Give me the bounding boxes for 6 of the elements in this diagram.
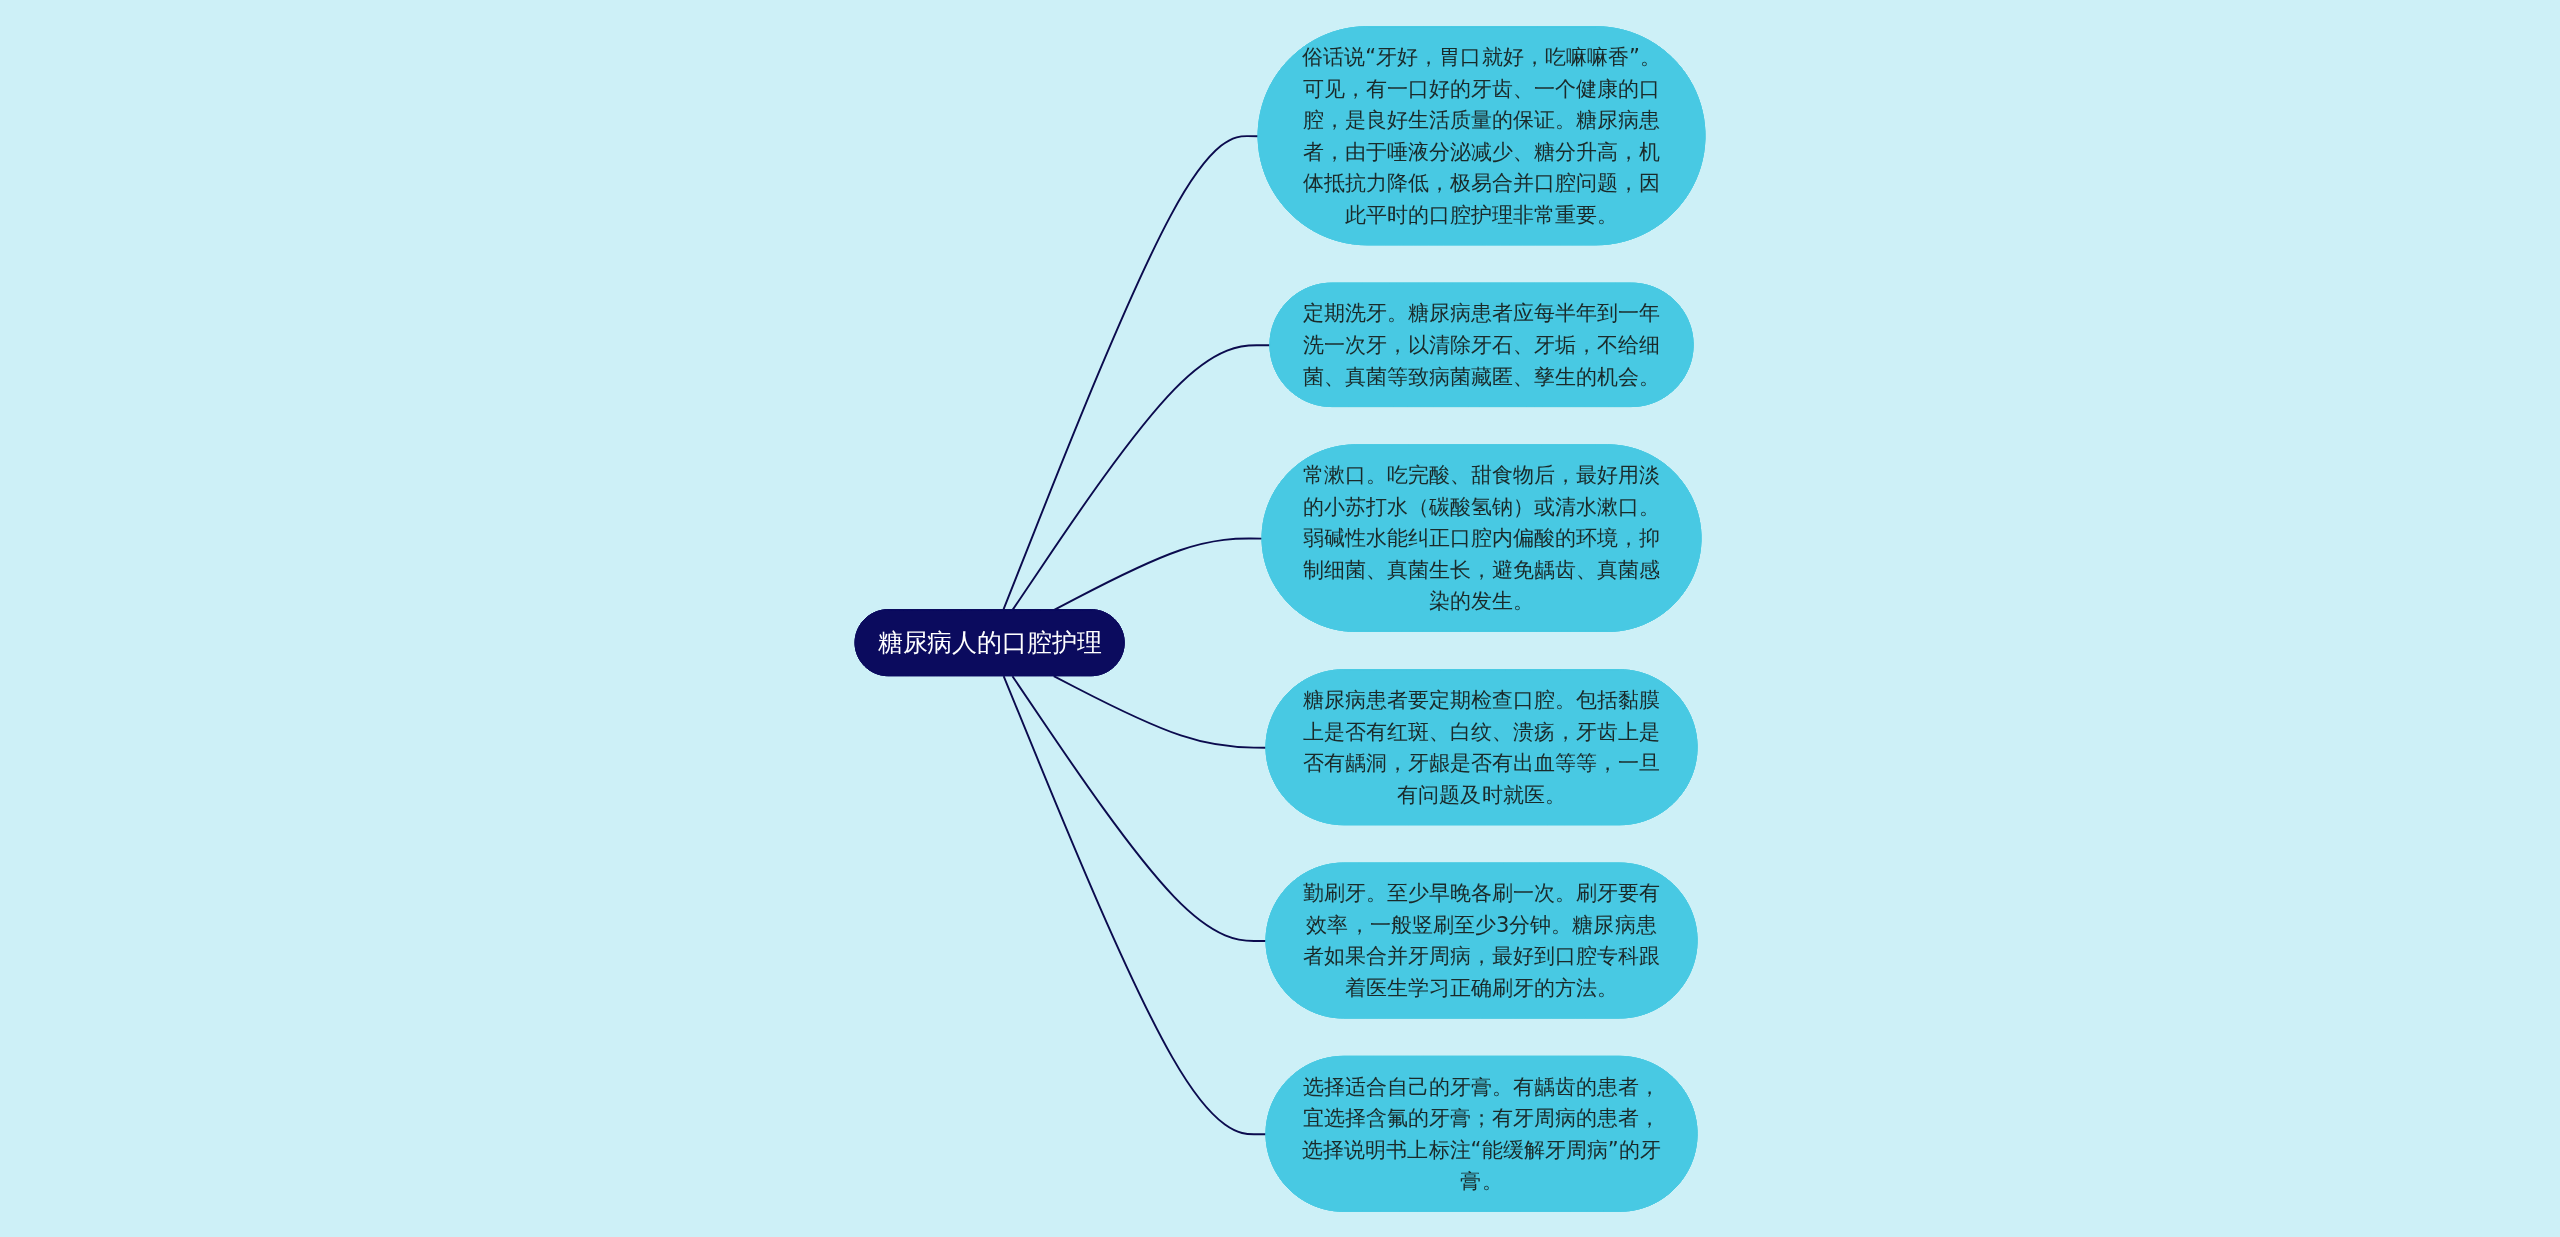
connector (1011, 343, 1272, 611)
connector (1002, 134, 1260, 611)
connector (1011, 674, 1268, 942)
connector (1052, 537, 1264, 611)
connector (1002, 674, 1268, 1135)
connector (1052, 674, 1268, 749)
